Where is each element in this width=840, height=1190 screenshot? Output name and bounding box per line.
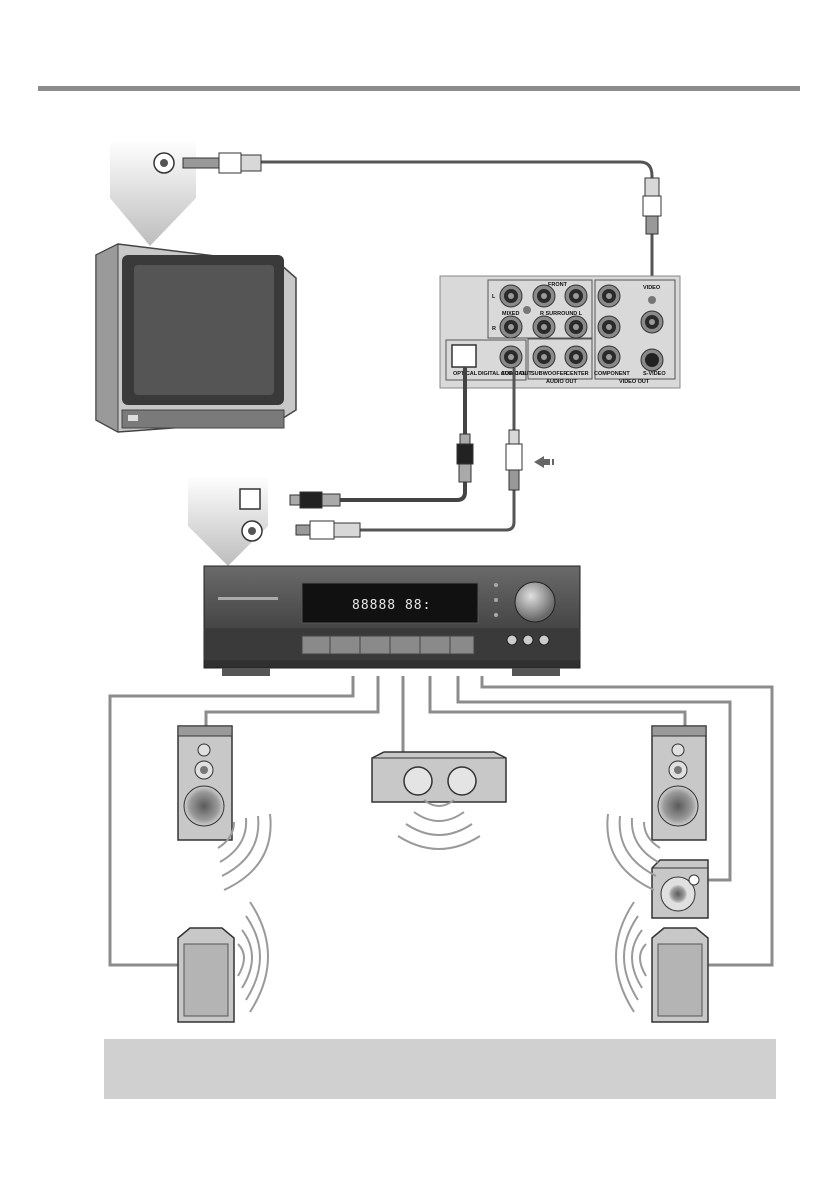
note-box bbox=[104, 1039, 776, 1099]
label-video-out: VIDEO OUT bbox=[619, 379, 650, 385]
sound-waves-surround-left bbox=[237, 901, 269, 1013]
receiver-coaxial-input bbox=[241, 520, 263, 542]
label-video: VIDEO bbox=[643, 285, 661, 291]
sound-waves-center bbox=[397, 799, 481, 850]
front-left-speaker bbox=[177, 725, 233, 841]
tv-input-beam bbox=[110, 140, 196, 246]
front-right-speaker bbox=[651, 725, 707, 841]
label-s-video: S-VIDEO bbox=[643, 371, 666, 377]
surround-right-speaker bbox=[651, 927, 709, 1023]
coaxial-jack bbox=[499, 345, 523, 369]
volume-knob bbox=[514, 581, 556, 623]
speaker-wires bbox=[108, 676, 774, 967]
direction-arrow-icon bbox=[534, 456, 554, 468]
label-component: COMPONENT bbox=[594, 371, 630, 377]
sound-waves-front-right bbox=[606, 813, 661, 891]
header-rule bbox=[38, 86, 800, 91]
center-speaker bbox=[371, 751, 507, 803]
optical-port bbox=[451, 344, 477, 368]
label-r: R bbox=[492, 326, 496, 332]
s-video-jack bbox=[640, 348, 664, 372]
label-digital-audio-out: DIGITAL AUDIO OUT bbox=[478, 371, 532, 377]
receiver-optical-input bbox=[239, 488, 261, 510]
label-audio-out: AUDIO OUT bbox=[546, 379, 578, 385]
label-subwoofer: SUBWOOFER bbox=[531, 371, 567, 377]
label-center: CENTER bbox=[566, 371, 589, 377]
optical-plug-receiver bbox=[289, 491, 341, 509]
component-out-jacks bbox=[597, 284, 621, 369]
label-mixed: MIXED bbox=[502, 311, 519, 317]
label-front: FRONT bbox=[548, 282, 568, 288]
coaxial-plug-player bbox=[505, 429, 523, 491]
coaxial-cable bbox=[360, 368, 516, 532]
video-plug-player bbox=[642, 177, 662, 235]
label-l: L bbox=[492, 294, 496, 300]
av-receiver: 88888 88: bbox=[203, 565, 581, 676]
optical-plug-player bbox=[456, 433, 474, 483]
optical-cable bbox=[340, 367, 467, 502]
label-surround: R SURROUND L bbox=[540, 311, 583, 317]
subwoofer bbox=[651, 859, 709, 919]
coaxial-plug-receiver bbox=[295, 520, 361, 540]
tv-video-input-jack bbox=[153, 152, 175, 174]
video-out-jack bbox=[640, 310, 664, 334]
sound-waves-surround-right bbox=[615, 901, 647, 1013]
sound-waves-front-left bbox=[217, 813, 272, 891]
receiver-display: 88888 88: bbox=[352, 598, 431, 613]
television bbox=[95, 243, 297, 433]
video-plug-tv bbox=[182, 152, 262, 174]
surround-left-speaker bbox=[177, 927, 235, 1023]
player-rear-panel: FRONT L R MIXED R SURROUND L VIDEO OPTIC… bbox=[439, 275, 681, 389]
